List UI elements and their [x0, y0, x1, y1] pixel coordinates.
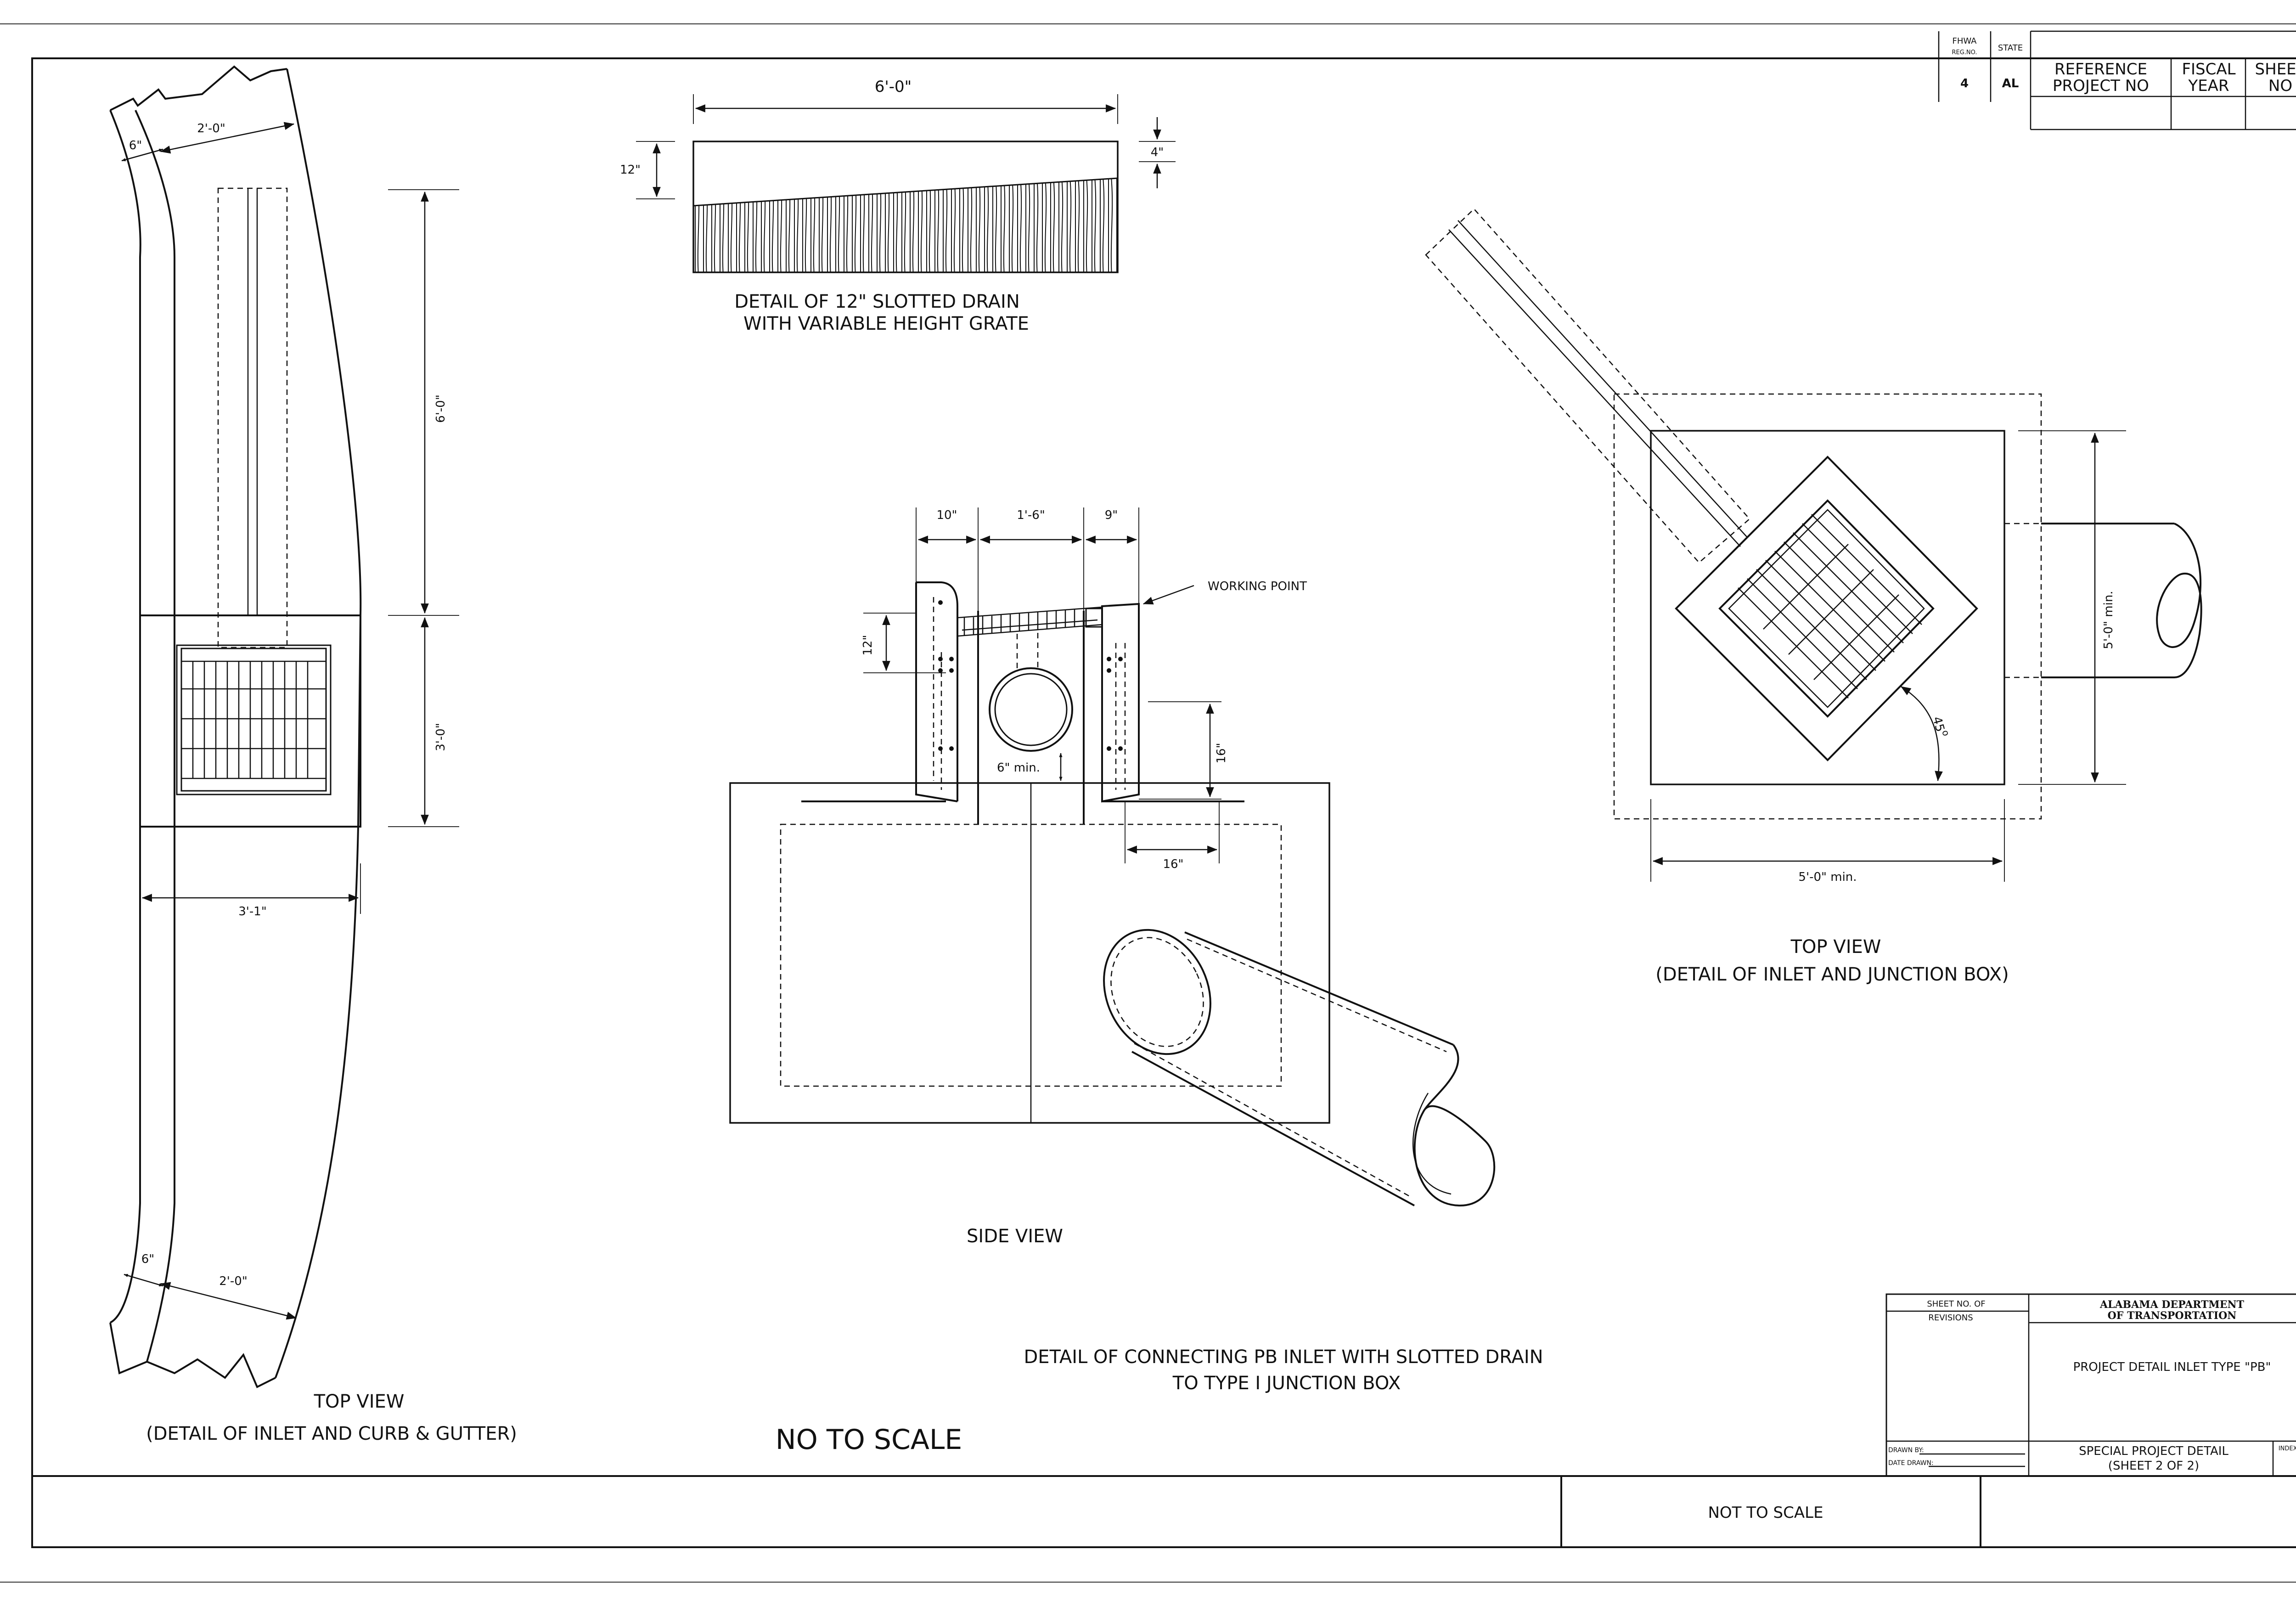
sheet-label-1: SHEET — [2255, 60, 2296, 79]
dim-6in-bottom: 6" — [141, 1252, 155, 1266]
main-caption-line2: TO TYPE I JUNCTION BOX — [1172, 1373, 1401, 1394]
main-caption-line1: DETAIL OF CONNECTING PB INLET WITH SLOTT… — [1024, 1347, 1543, 1368]
scale-note-footer: NOT TO SCALE — [1708, 1504, 1823, 1522]
junction-top-view: 5'-0" min. 5'-0" min. 45o TOP VIEW (DETA… — [1425, 208, 2202, 985]
revisions-label: REVISIONS — [1928, 1313, 1973, 1323]
drain-caption-line1: DETAIL OF 12" SLOTTED DRAIN — [734, 291, 1020, 312]
slotted-drain-detail: 6'-0" 12" 4" DETAIL OF 12" SLOTTED DRAIN… — [620, 78, 1176, 334]
fhwa-label: FHWA — [1952, 36, 1977, 46]
junction-caption-line1: TOP VIEW — [1790, 936, 1881, 958]
angle-45: 45o — [1930, 714, 1952, 739]
dim-6ft: 6'-0" — [434, 394, 448, 423]
dim-6-min: 6" min. — [997, 761, 1040, 775]
special-line1: SPECIAL PROJECT DETAIL — [2079, 1444, 2228, 1458]
dim-5ft-min-horizontal: 5'-0" min. — [1798, 870, 1857, 884]
curb-caption-line2: (DETAIL OF INLET AND CURB & GUTTER) — [146, 1423, 517, 1444]
side-view: 6" min. 10" 1'-6" 9" WORKING POINT 12" 1… — [729, 507, 1496, 1247]
junction-grate — [1718, 499, 1935, 718]
revision-block: SHEET NO. OF REVISIONS ALABAMA DEPARTMEN… — [1885, 1293, 2296, 1477]
side-grate-bars — [963, 608, 1103, 636]
agency-line1: ALABAMA DEPARTMENT — [2099, 1299, 2245, 1311]
fiscal-label-2: YEAR — [2188, 77, 2229, 95]
working-point-label: WORKING POINT — [1208, 580, 1307, 593]
dim-16-vertical: 16" — [1215, 743, 1228, 763]
date-drawn-label: DATE DRAWN: — [1888, 1459, 1934, 1467]
drain-caption-line2: WITH VARIABLE HEIGHT GRATE — [743, 313, 1029, 334]
reg-no-label: REG.NO. — [1952, 49, 1977, 56]
curb-top-view: 6'-0" 3'-0" 3'-1" 6" 2'-0" 6" 2'-0" TOP … — [109, 65, 517, 1444]
dim-2ft-top: 2'-0" — [197, 122, 225, 135]
dim-1-6: 1'-6" — [1017, 508, 1045, 522]
side-view-caption: SIDE VIEW — [967, 1226, 1063, 1247]
dim-10: 10" — [936, 508, 957, 522]
fiscal-label-1: FISCAL — [2182, 60, 2235, 79]
dim-2ft-bottom: 2'-0" — [219, 1274, 248, 1288]
drawn-by-label: DRAWN BY: — [1888, 1447, 1924, 1454]
scale-note-large: NO TO SCALE — [776, 1424, 962, 1456]
agency-line2: OF TRANSPORTATION — [2108, 1310, 2237, 1322]
index-no-label: INDEX NO. — [2279, 1445, 2296, 1452]
drain-height-dim: 12" — [620, 163, 641, 177]
sheet-label-2: NO — [2268, 77, 2292, 95]
dim-16-horizontal: 16" — [1163, 857, 1183, 871]
sheet-no-of-label: SHEET NO. OF — [1927, 1299, 1985, 1309]
reference-label-2: PROJECT NO — [2053, 77, 2149, 95]
special-line2: (SHEET 2 OF 2) — [2108, 1459, 2199, 1473]
dim-9: 9" — [1105, 508, 1118, 522]
dim-3ft: 3'-0" — [434, 723, 448, 751]
dim-3ft1: 3'-1" — [238, 905, 267, 919]
grate-dim: 4" — [1151, 146, 1164, 159]
project-title: PROJECT DETAIL INLET TYPE "PB" — [2073, 1360, 2271, 1374]
junction-caption-line2: (DETAIL OF INLET AND JUNCTION BOX) — [1655, 964, 2009, 985]
drain-width-dim: 6'-0" — [875, 78, 912, 96]
reg-no-value: 4 — [1960, 77, 1969, 90]
dim-12-side: 12" — [861, 635, 875, 655]
curb-caption-line1: TOP VIEW — [314, 1391, 405, 1412]
reference-label-1: REFERENCE — [2054, 60, 2147, 79]
outlet-pipe — [1103, 929, 1496, 1207]
title-block: FHWA REG.NO. STATE 4 AL REFERENCE PROJEC… — [1938, 30, 2296, 130]
state-value: AL — [2002, 77, 2019, 90]
dim-6in-top: 6" — [129, 139, 142, 152]
state-label: STATE — [1998, 43, 2023, 53]
curb-grate — [180, 648, 327, 792]
dim-5ft-min-vertical: 5'-0" min. — [2102, 591, 2116, 649]
